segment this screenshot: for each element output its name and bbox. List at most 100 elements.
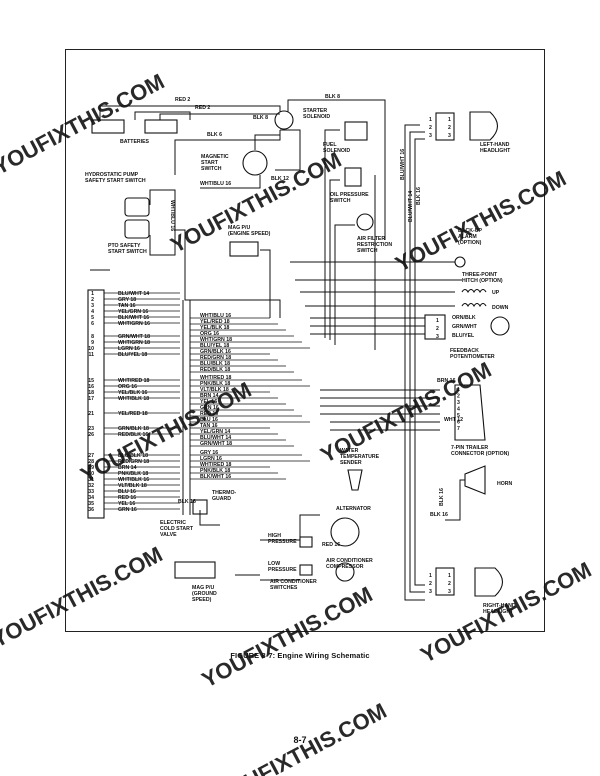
connector-pin-number: 8: [91, 334, 94, 340]
air-filter-switch-icon: [356, 213, 374, 231]
wire-label: BLK 16: [178, 499, 196, 505]
connector-pin-number: 31: [88, 477, 94, 483]
connector-wire-label: GRY 18: [118, 297, 136, 303]
connector-wire-label: BLU/WHT 14: [118, 291, 149, 297]
wire-label: BLK 8: [253, 115, 268, 121]
pto-switch-label: PTO SAFETY: [108, 243, 141, 249]
connector-wire-label: WHT/GRN 18: [118, 340, 150, 346]
left-connector-wires: [104, 292, 180, 510]
magnetic-switch-icon: [242, 150, 268, 176]
hydrostatic-switch-label: HYDROSTATIC PUMP: [85, 172, 139, 178]
harness-wire-label: WHT/BLU 16: [200, 313, 231, 319]
right-headlight-icon: [474, 567, 504, 597]
symbols: [87, 110, 510, 597]
harness-wire-label: BLU/YEL 18: [200, 343, 229, 349]
low-pressure-label: LOW: [268, 561, 280, 567]
connector-wire-label: GRN/BLK 18: [118, 426, 149, 432]
connector-wire-label: YEL/BLK 16: [118, 390, 148, 396]
backup-alarm-icon: [454, 256, 466, 268]
wire-label: RED 2: [175, 97, 190, 103]
connector-wire-label: YEL/GRN 16: [118, 309, 148, 315]
ac-compressor-label: COMPRESSOR: [326, 564, 364, 570]
watermark-text: YOUFIXTHIS.COM: [166, 147, 345, 258]
magnetic-switch-label: MAGNETIC: [201, 154, 229, 160]
headlight-pin: 3: [448, 589, 451, 595]
oil-pressure-switch-icon: [344, 167, 362, 187]
main-connector-block: [87, 289, 105, 519]
connector-wire-label: BRN 14: [118, 465, 137, 471]
mag-pu-engine-label: MAG P/U: [228, 225, 250, 231]
connector-pin-number: 28: [88, 459, 94, 465]
wire-label: BLK 12: [271, 176, 289, 182]
harness-wire-label: ORG 16: [200, 331, 219, 337]
trailer-pin: 5: [457, 413, 460, 419]
mag-pu-ground-label: MAG P/U: [192, 585, 214, 591]
wire-label: WHT 12: [444, 417, 463, 423]
connector-wire-label: BLK/WHT 16: [118, 315, 149, 321]
ac-switches-label: SWITCHES: [270, 585, 298, 591]
headlight-pin: 1: [429, 573, 432, 579]
wire-label: BLK 16: [439, 488, 445, 506]
hitch-up-coil-icon: [461, 288, 487, 294]
pot-pin: 2: [436, 326, 439, 332]
harness-wire-label: GRN/BLK 16: [200, 349, 231, 355]
labels: BATTERIESSTARTERSOLENOIDMAGNETICSTARTSWI…: [85, 94, 516, 615]
connector-pin-number: 34: [88, 495, 94, 501]
harness-wire-label: RED/GRN 18: [200, 355, 231, 361]
headlight-pin: 3: [448, 133, 451, 139]
wires: [90, 99, 465, 601]
batteries-label: BATTERIES: [120, 139, 150, 145]
harness-wire-label: BLU/BLK 18: [200, 361, 230, 367]
headlight-pin: 2: [448, 125, 451, 131]
fuel-solenoid-label: FUEL: [323, 142, 337, 148]
thermo-guard-label: THERMO-: [212, 490, 236, 496]
mag-pu-ground-label: (GROUND: [192, 591, 217, 597]
connector-pin-number: 5: [91, 315, 94, 321]
hitch-up-label: UP: [492, 290, 500, 296]
cold-start-label: COLD START: [160, 526, 194, 532]
harness-wire-label: VLT/BLK 18: [200, 387, 229, 393]
figure-caption: FIGURE 8-7: Engine Wiring Schematic: [230, 651, 370, 660]
connector-pin-number: 30: [88, 471, 94, 477]
mag-pu-engine-label: (ENGINE SPEED): [228, 231, 271, 237]
mag-pickup-icon: [229, 241, 259, 257]
harness-wire-label: BLU/WHT 14: [200, 435, 231, 441]
magnetic-switch-label: SWITCH: [201, 166, 222, 172]
connector-wire-label: GRN 16: [118, 507, 137, 513]
connector-wire-label: RED/GRN 18: [118, 459, 149, 465]
potentiometer-icon: [490, 316, 510, 336]
horn-label: HORN: [497, 481, 513, 487]
wire-label: RED 16: [322, 542, 340, 548]
schematic-frame: [65, 49, 545, 632]
left-headlight-icon: [469, 111, 499, 141]
battery-icon: [144, 119, 178, 134]
pto-switch-icon: [124, 219, 150, 239]
high-pressure-switch-icon: [299, 536, 313, 548]
connector-wire-label: WHT/BLK 18: [118, 396, 149, 402]
three-point-hitch-label: HITCH (OPTION): [462, 278, 503, 284]
headlight-connector-icon: [435, 112, 455, 141]
water-temp-label: WATER: [340, 448, 359, 454]
air-filter-label: AIR FILTER: [357, 236, 385, 242]
headlight-pin: 2: [448, 581, 451, 587]
harness-wire-label: BRN 14: [200, 393, 219, 399]
ac-switches-label: AIR CONDITIONER: [270, 579, 317, 585]
thermo-guard-icon: [192, 499, 208, 515]
headlight-pin: 1: [429, 117, 432, 123]
right-headlight-label: HEADLIGHT: [483, 609, 514, 615]
battery-icon: [91, 119, 125, 134]
low-pressure-switch-icon: [299, 564, 313, 576]
alternator-icon: [330, 517, 360, 547]
harness-wire-label: YEL/RED 18: [200, 319, 230, 325]
trailer-pin: 2: [457, 394, 460, 400]
wire-label: BLU/WHT 16: [400, 149, 406, 180]
water-temp-sender-icon: [347, 469, 363, 491]
air-filter-label: SWITCH: [357, 248, 378, 254]
connector-pin-number: 18: [88, 390, 94, 396]
connector-pin-number: 27: [88, 453, 94, 459]
watermark-text: YOUFIXTHIS.COM: [198, 582, 377, 693]
wire-label: BLU/YEL: [452, 333, 475, 339]
connector-pin-number: 16: [88, 384, 94, 390]
water-temp-label: SENDER: [340, 460, 362, 466]
